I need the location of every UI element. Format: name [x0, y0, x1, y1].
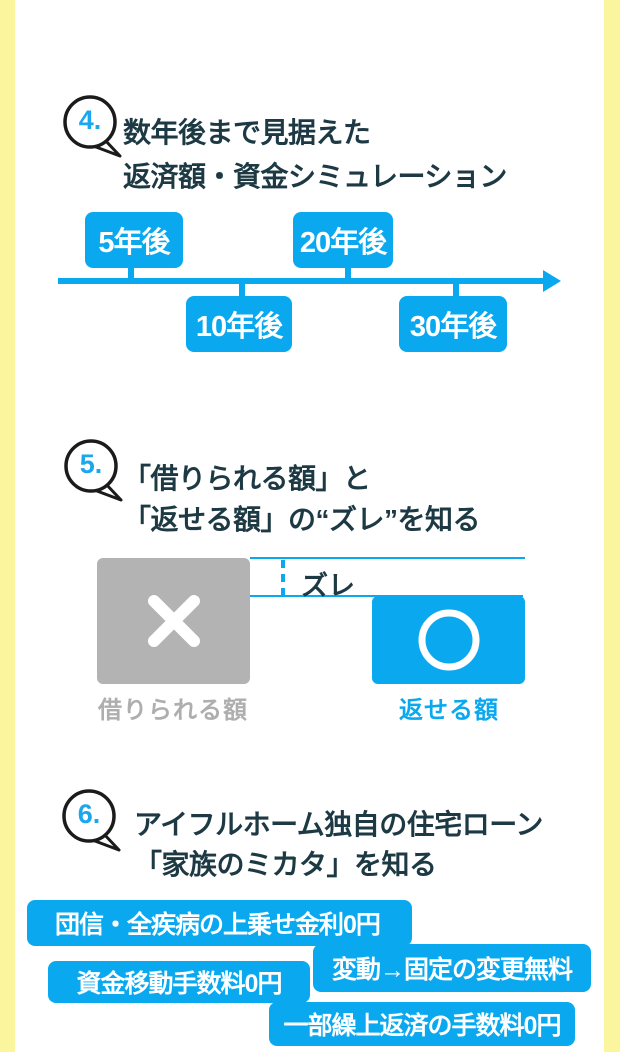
repayable-amount-box	[372, 596, 525, 684]
yellow-frame-right	[604, 0, 620, 1052]
timeline-tick-30y	[453, 282, 459, 297]
gap-label: ズレ	[301, 571, 355, 601]
circle-mark-icon	[418, 609, 479, 671]
section-5-title-line-1: 「借りられる額」と	[123, 463, 371, 494]
timeline-box-5y: 5年後	[85, 212, 183, 268]
section-4-title-line-2: 返済額・資金シミュレーション	[123, 161, 507, 192]
section-5-number-bubble: 5.	[62, 438, 128, 508]
borrowable-amount-box	[97, 558, 250, 684]
timeline-box-30y: 30年後	[399, 296, 507, 352]
yellow-frame-left	[0, 0, 15, 1052]
timeline-box-10y: 10年後	[186, 296, 292, 352]
speech-bubble-icon	[62, 789, 121, 852]
benefit-badge-fund-transfer: 資金移動手数料0円	[48, 961, 310, 1003]
repayable-amount-label: 返せる額	[399, 697, 499, 724]
gap-dashed-line	[281, 560, 285, 596]
timeline-tick-5y	[128, 266, 134, 280]
timeline-arrowhead-icon	[543, 270, 561, 292]
section-number: 5.	[79, 449, 103, 479]
borrowable-amount-label: 借りられる額	[98, 697, 248, 724]
section-6-title-line-1: アイフルホーム独自の住宅ローン	[134, 809, 543, 840]
section-4-number-bubble: 4.	[61, 94, 127, 164]
section-4-title-line-1: 数年後まで見据えた	[123, 117, 371, 148]
section-number: 4.	[78, 105, 102, 135]
section-number: 6.	[77, 799, 101, 829]
benefit-badge-group-insurance: 団信・全疾病の上乗せ金利0円	[27, 900, 412, 946]
timeline-tick-10y	[239, 282, 245, 297]
x-mark-icon	[147, 595, 200, 647]
speech-bubble-icon	[64, 439, 123, 502]
timeline-box-20y: 20年後	[293, 212, 393, 268]
borrowable-level-line	[250, 557, 525, 559]
benefit-badge-rate-change: 変動→固定の変更無料	[313, 944, 591, 992]
section-6-number-bubble: 6.	[60, 788, 126, 858]
section-6-title-line-2: 「家族のミカタ」を知る	[134, 849, 437, 880]
timeline-axis	[58, 278, 545, 284]
section-5-title-line-2: 「返せる額」の“ズレ”を知る	[123, 504, 481, 535]
benefit-badge-early-repayment: 一部繰上返済の手数料0円	[269, 1002, 575, 1046]
timeline-tick-20y	[345, 266, 351, 280]
speech-bubble-icon	[63, 95, 122, 158]
